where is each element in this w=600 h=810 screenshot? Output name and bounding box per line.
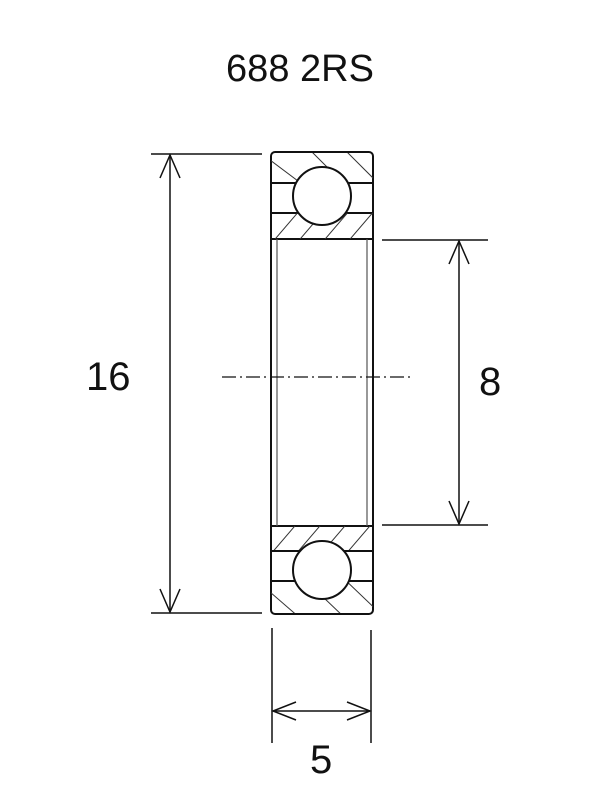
width-dimension xyxy=(270,628,373,743)
outer-diameter-dimension xyxy=(151,153,262,614)
bearing-model-title: 688 2RS xyxy=(226,48,374,90)
ball-top xyxy=(292,166,352,226)
inner-diameter-dimension xyxy=(382,239,488,526)
ball-bottom xyxy=(292,540,352,600)
outer-diameter-label: 16 xyxy=(86,355,131,399)
width-label: 5 xyxy=(310,738,333,782)
inner-diameter-label: 8 xyxy=(479,360,502,404)
